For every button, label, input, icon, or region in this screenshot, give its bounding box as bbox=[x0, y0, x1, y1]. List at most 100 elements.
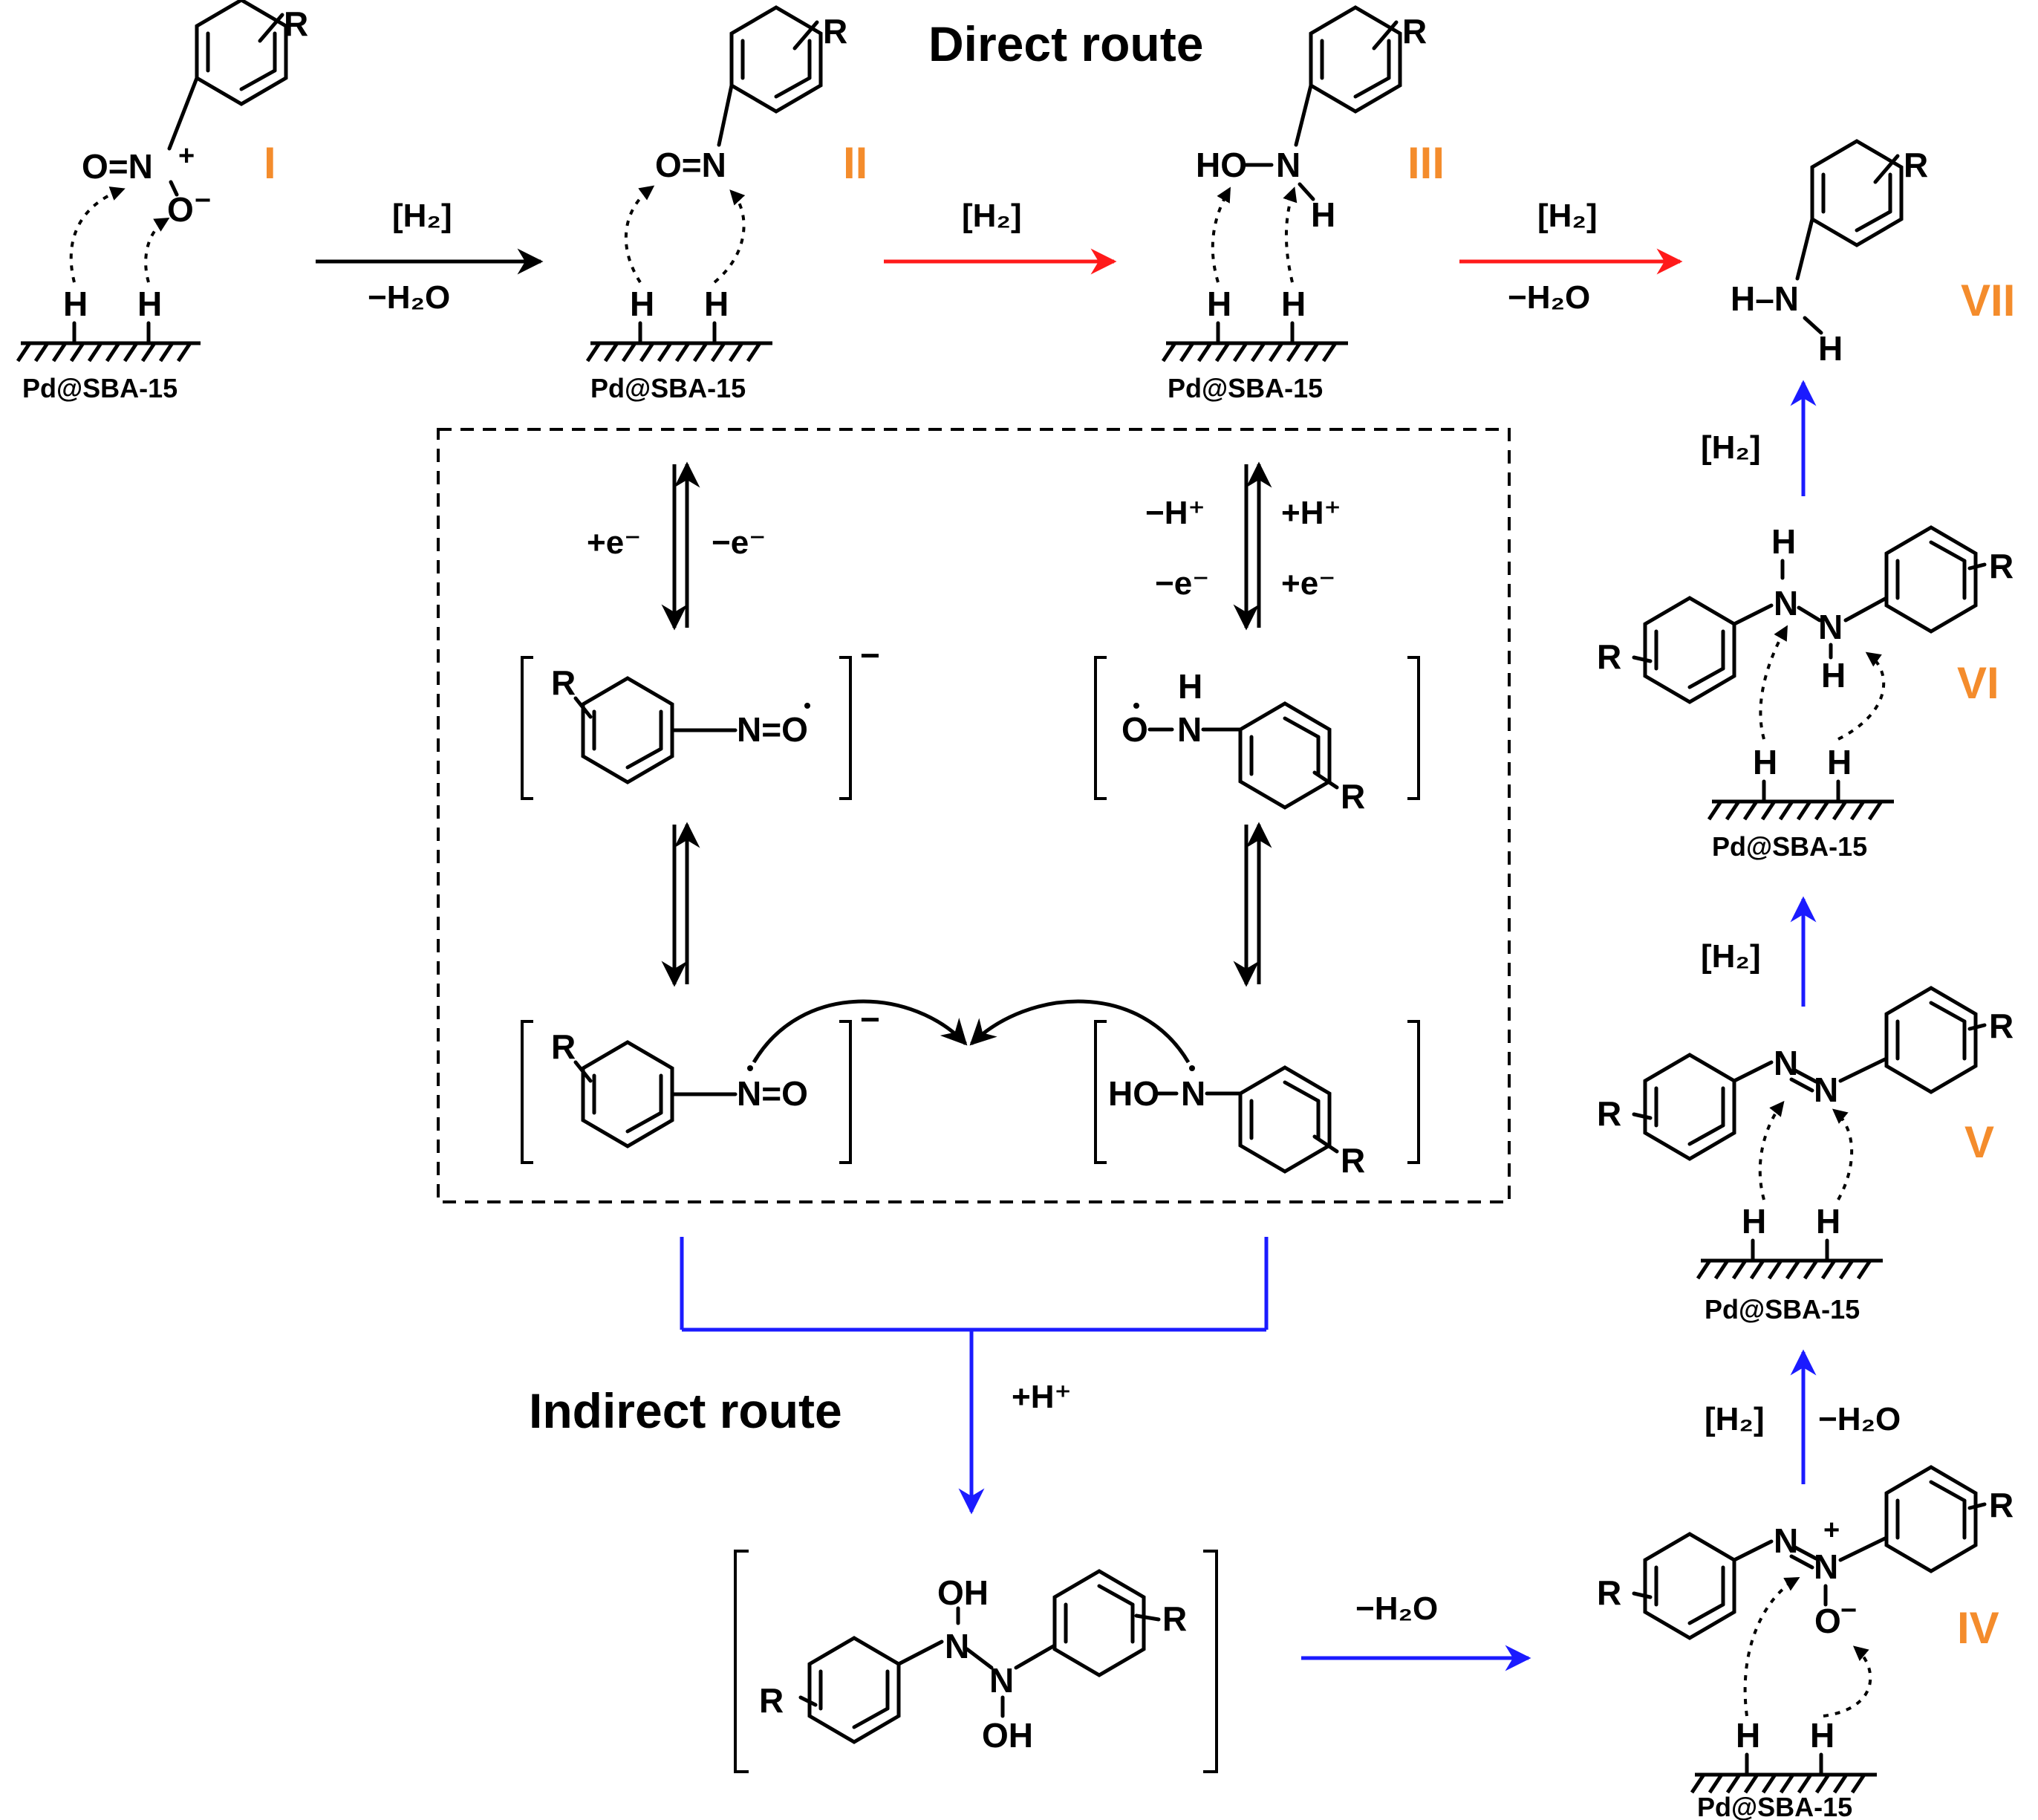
substituent-R-right: R bbox=[1162, 1599, 1187, 1638]
arrow-I-to-II: [H₂] −H₂O bbox=[316, 198, 544, 316]
dihydroxy-intermediate: R N OH N OH R bbox=[734, 1550, 1218, 1773]
minus-electron: −e⁻ bbox=[712, 524, 766, 561]
benzene-ring-left bbox=[807, 1636, 901, 1744]
benzene-ring bbox=[581, 1040, 674, 1148]
reagent-h2: [H₂] bbox=[962, 198, 1022, 234]
reagent-water: −H₂O bbox=[1355, 1590, 1438, 1627]
catalyst-surface bbox=[1690, 1772, 1877, 1794]
hydrazo-nitrogen-2: N bbox=[1818, 608, 1843, 646]
reagent-h2: [H₂] bbox=[1705, 1401, 1765, 1437]
compound-II: R O=N II H H Pd@SBA-15 bbox=[585, 5, 867, 403]
surface-H1: H bbox=[1742, 1202, 1766, 1241]
compound-VI: R H N N H R VI H H Pd@SBA-15 bbox=[1597, 522, 2013, 862]
surface-H1: H bbox=[63, 285, 88, 323]
equilibrium-right-top: −H⁺ +H⁺ −e⁻ +e⁻ bbox=[1145, 461, 1341, 631]
compound-V: R N N R V H H Pd@SBA-15 bbox=[1597, 986, 2013, 1325]
surface-H2: H bbox=[1816, 1202, 1840, 1241]
nitroso-label: O=N bbox=[655, 146, 726, 184]
plus-electron: +e⁻ bbox=[587, 524, 641, 561]
substituent-R: R bbox=[1341, 1141, 1365, 1180]
nitro-label: O=N bbox=[82, 147, 153, 186]
minus-proton: −H⁺ bbox=[1145, 495, 1205, 531]
substituent-R-left: R bbox=[1597, 637, 1621, 676]
plus-proton: +H⁺ bbox=[1281, 495, 1341, 531]
label-III: III bbox=[1407, 138, 1445, 188]
plus-proton: +H⁺ bbox=[1012, 1379, 1072, 1415]
substituent-R-left: R bbox=[759, 1681, 784, 1720]
direct-route-title: Direct route bbox=[928, 16, 1203, 71]
substituent-R-right: R bbox=[1989, 547, 2013, 585]
benzene-ring-left bbox=[1643, 1053, 1736, 1161]
substituent-R: R bbox=[284, 4, 308, 43]
nitroso-group: N=O bbox=[737, 710, 808, 749]
substituent-R: R bbox=[823, 12, 847, 51]
benzene-ring-right bbox=[1884, 986, 1978, 1094]
catalyst-surface bbox=[1707, 799, 1894, 821]
label-IV: IV bbox=[1957, 1603, 1999, 1653]
equilibrium-left-bottom bbox=[661, 822, 700, 987]
reagent-h2: [H₂] bbox=[1701, 429, 1761, 466]
surface-H1: H bbox=[1207, 285, 1231, 323]
label-I: I bbox=[264, 138, 276, 188]
azoxy-nitrogen-2: N bbox=[1814, 1547, 1838, 1586]
hydroxylamine-n-radical: HO N R bbox=[1094, 1020, 1420, 1180]
reagent-water: −H₂O bbox=[1818, 1401, 1901, 1437]
compound-IV: R N N + O − R IV H H Pd@SBA-15 bbox=[1597, 1465, 2013, 1820]
equilibrium-left-top: +e⁻ −e⁻ bbox=[587, 461, 766, 631]
catalyst-label: Pd@SBA-15 bbox=[1168, 373, 1323, 403]
benzene-ring-left bbox=[1643, 1532, 1736, 1640]
benzene-ring bbox=[581, 676, 674, 784]
reagent-h2: [H₂] bbox=[1701, 938, 1761, 975]
label-II: II bbox=[843, 138, 867, 188]
coupling-arrow-left bbox=[752, 999, 968, 1064]
surface-H2: H bbox=[704, 285, 729, 323]
charge-minus: − bbox=[195, 185, 211, 216]
surface-H1: H bbox=[630, 285, 654, 323]
substituent-R: R bbox=[1341, 777, 1365, 816]
nh-hydrogen-1: H bbox=[1771, 522, 1796, 561]
equilibrium-right-bottom bbox=[1233, 822, 1272, 987]
nitroso-anion: R N=O − bbox=[521, 1000, 880, 1164]
surface-H2: H bbox=[1281, 285, 1306, 323]
minus-electron: −e⁻ bbox=[1155, 565, 1209, 602]
catalyst-label: Pd@SBA-15 bbox=[22, 373, 178, 403]
benzene-ring-right bbox=[1884, 525, 1978, 634]
hydroxyl-2: OH bbox=[982, 1716, 1033, 1755]
substituent-R: R bbox=[1904, 146, 1928, 184]
plus-electron: +e⁻ bbox=[1281, 565, 1335, 602]
compound-I: R O=N + O − I H H Pd@SBA-15 bbox=[16, 0, 308, 403]
amine-hydrogen: H bbox=[1818, 329, 1843, 368]
label-VI: VI bbox=[1957, 658, 1999, 708]
arrow-IV-to-V: [H₂] −H₂O bbox=[1705, 1349, 1901, 1484]
catalyst-label: Pd@SBA-15 bbox=[1712, 831, 1867, 862]
nh-hydrogen: H bbox=[1311, 195, 1335, 234]
nitrogen-2: N bbox=[989, 1661, 1014, 1700]
amine-label: H–N bbox=[1731, 279, 1799, 318]
azo-nitrogen-2: N bbox=[1814, 1070, 1838, 1109]
surface-H2: H bbox=[1810, 1716, 1834, 1755]
surface-H1: H bbox=[1753, 743, 1777, 781]
hydroxyl-1: OH bbox=[937, 1573, 989, 1612]
hydroxyl-label: HO bbox=[1108, 1074, 1159, 1113]
azo-nitrogen-1: N bbox=[1774, 1044, 1798, 1082]
substituent-R-right: R bbox=[1989, 1007, 2013, 1045]
benzene-ring-left bbox=[1643, 596, 1736, 704]
nitrogen-label: N bbox=[1181, 1074, 1205, 1113]
hydrazo-nitrogen-1: N bbox=[1774, 584, 1798, 623]
reagent-h2: [H₂] bbox=[392, 198, 452, 234]
catalyst-surface bbox=[16, 341, 201, 363]
compound-III: R HO N H III H H Pd@SBA-15 bbox=[1161, 5, 1445, 403]
nitrogen-1: N bbox=[945, 1627, 969, 1665]
substituent-R: R bbox=[551, 663, 576, 702]
arrow-V-to-VI: [H₂] bbox=[1701, 896, 1817, 1007]
indirect-route-title: Indirect route bbox=[529, 1383, 842, 1438]
nitroso-radical-anion: R N=O − bbox=[521, 636, 880, 800]
benzene-ring-right bbox=[1884, 1465, 1978, 1573]
charge-plus: + bbox=[178, 140, 195, 172]
compound-VII: R H–N H VII bbox=[1731, 139, 2015, 368]
catalyst-label: Pd@SBA-15 bbox=[1705, 1294, 1860, 1325]
surface-H1: H bbox=[1736, 1716, 1760, 1755]
label-V: V bbox=[1964, 1117, 1994, 1167]
anion-charge: − bbox=[860, 1000, 880, 1039]
electron-transfer-box bbox=[437, 428, 1511, 1203]
